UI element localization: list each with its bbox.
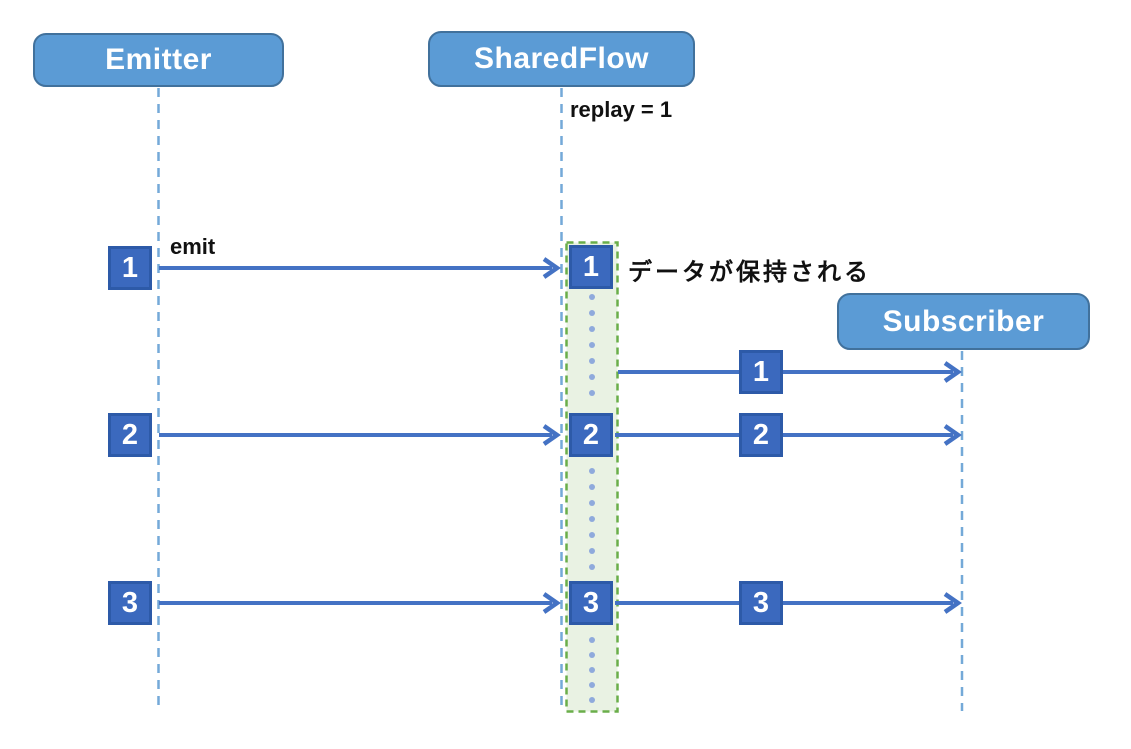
actor-sharedflow-label: SharedFlow xyxy=(473,42,650,75)
buffer-dots-group-2 xyxy=(589,468,595,570)
buffer-dots-group-3 xyxy=(589,637,595,703)
emitter-event-3: 3 xyxy=(108,581,152,625)
emit-arrow-1 xyxy=(159,257,561,279)
emitter-event-2: 2 xyxy=(108,413,152,457)
buffer-event-2: 2 xyxy=(569,413,613,457)
subscriber-event-3: 3 xyxy=(739,581,783,625)
buffer-event-3: 3 xyxy=(569,581,613,625)
subscriber-event-2: 2 xyxy=(739,413,783,457)
buffer-dots-group-1 xyxy=(589,294,595,396)
deliver-arrow-3 xyxy=(615,592,962,614)
actor-emitter: Emitter xyxy=(33,33,284,87)
actor-sharedflow: SharedFlow xyxy=(428,31,695,87)
actor-subscriber-label: Subscriber xyxy=(882,304,1045,338)
emit-arrow-2 xyxy=(159,424,561,446)
actor-emitter-label: Emitter xyxy=(105,43,212,76)
emitter-event-1: 1 xyxy=(108,246,152,290)
emit-arrow-3 xyxy=(159,592,561,614)
actor-subscriber: Subscriber xyxy=(837,293,1090,350)
deliver-arrow-2 xyxy=(615,424,962,446)
subscriber-event-1: 1 xyxy=(739,350,783,394)
replay-buffer-region xyxy=(565,241,619,713)
deliver-arrow-1 xyxy=(618,361,962,383)
buffer-event-1: 1 xyxy=(569,245,613,289)
data-retained-annotation: データが保持される xyxy=(628,259,871,286)
emit-label: emit xyxy=(170,234,216,259)
replay-annotation: replay = 1 xyxy=(570,97,673,122)
